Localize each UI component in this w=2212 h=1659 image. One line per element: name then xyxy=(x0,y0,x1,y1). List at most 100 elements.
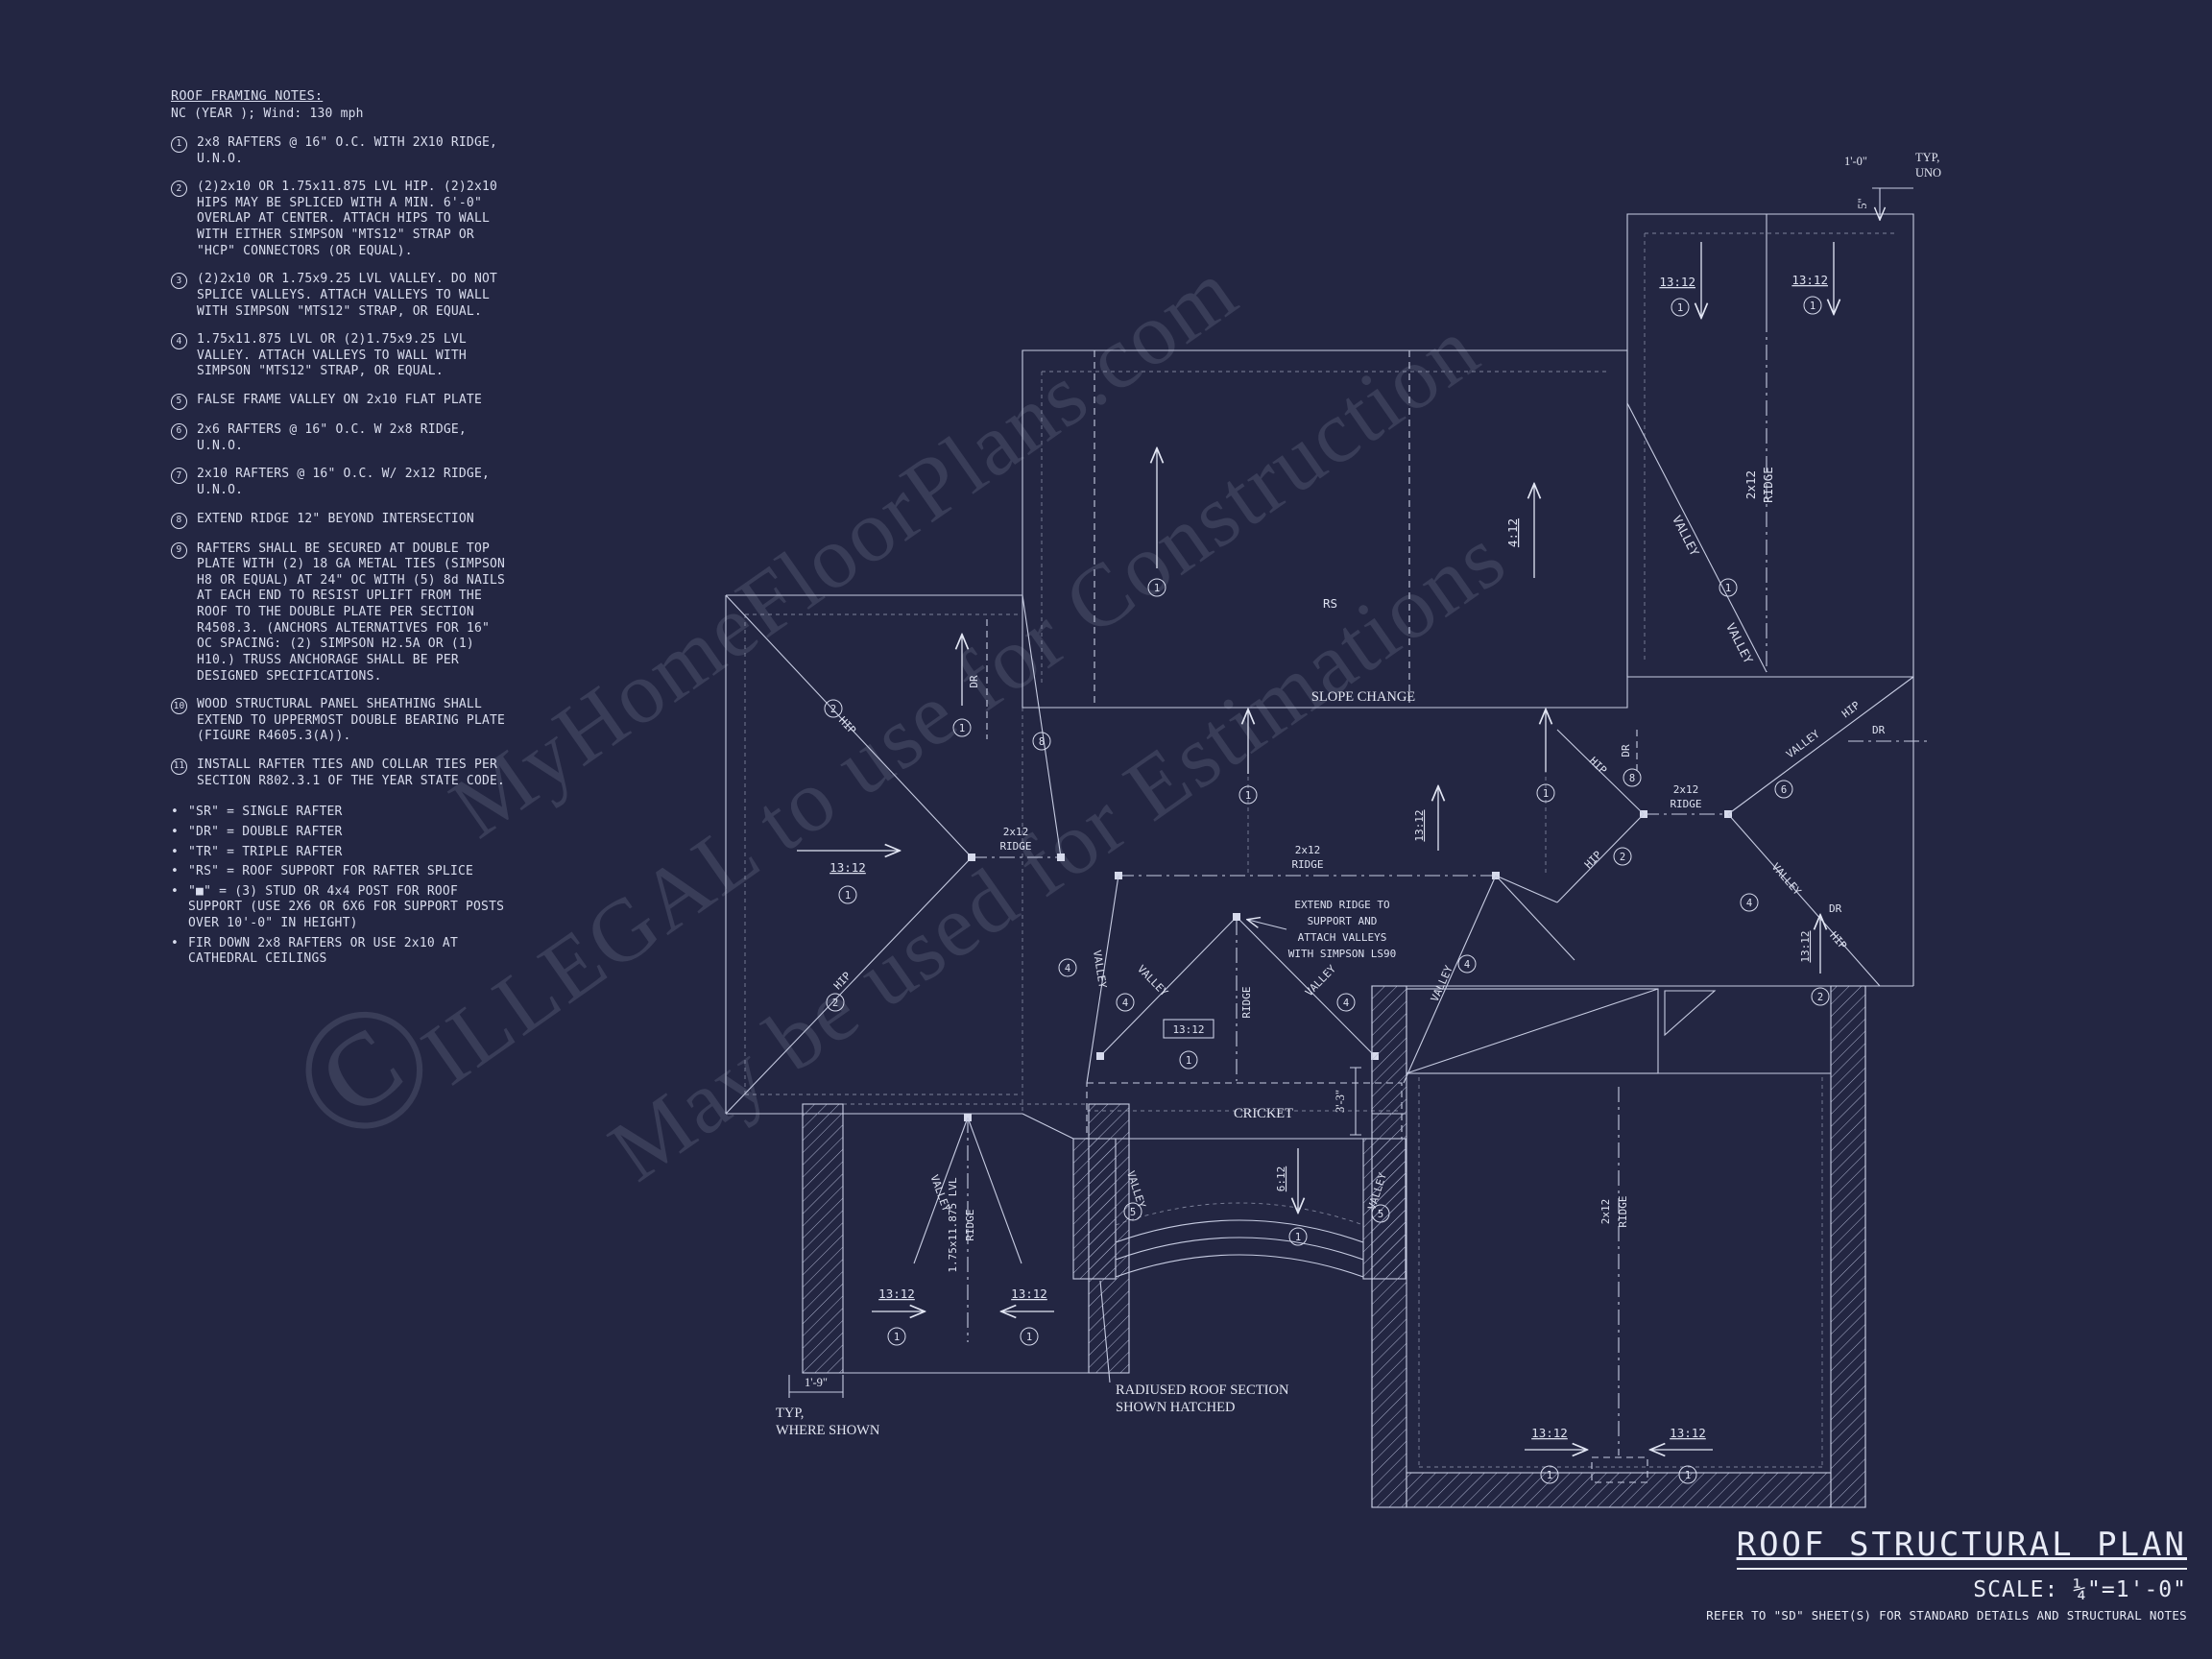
ridge-label: RIDGE xyxy=(964,1209,976,1240)
note-text: 2x10 RAFTERS @ 16" O.C. W/ 2x12 RIDGE, U… xyxy=(197,467,491,497)
callout: 2 xyxy=(832,998,838,1009)
sheet-scale: SCALE: ¼"=1'-0" xyxy=(1973,1577,2187,1602)
legend-text: "RS" = ROOF SUPPORT FOR RAFTER SPLICE xyxy=(188,864,474,879)
callout: 1 xyxy=(959,723,965,734)
note-text: INSTALL RAFTER TIES AND COLLAR TIES PER … xyxy=(197,757,506,788)
legend-item: •"■" = (3) STUD OR 4x4 POST FOR ROOF SUP… xyxy=(171,884,513,932)
ridge-label: RIDGE xyxy=(1291,858,1323,871)
valley-label: VALLEY xyxy=(1429,963,1455,1003)
callout: 1 xyxy=(1810,301,1815,312)
ridge-label: 2x12 xyxy=(1003,826,1029,838)
note-number: 8 xyxy=(171,512,187,529)
callout: 6 xyxy=(1781,784,1787,796)
central-roof-section: 13:12 2x12 RIDGE VALLEY VALLEY RIDGE 13:… xyxy=(1022,708,1575,1140)
dim-label: 5" xyxy=(1856,198,1869,208)
note-number: 6 xyxy=(171,423,187,441)
callout: 1 xyxy=(1026,1332,1032,1343)
callout: 1 xyxy=(1154,583,1160,594)
slope-label: 13:12 xyxy=(1670,1426,1706,1440)
title-block: ROOF STRUCTURAL PLAN SCALE: ¼"=1'-0" REF… xyxy=(1706,1526,2187,1623)
note-item: 2(2)2x10 OR 1.75x11.875 LVL HIP. (2)2x10… xyxy=(171,180,513,259)
callout: 1 xyxy=(894,1332,900,1343)
note-text: (2)2x10 OR 1.75x11.875 LVL HIP. (2)2x10 … xyxy=(197,180,498,258)
legend-text: FIR DOWN 2x8 RAFTERS OR USE 2x10 AT CATH… xyxy=(188,935,458,967)
slope-label: 13:12 xyxy=(1799,930,1812,962)
slope-label: 13:12 xyxy=(878,1286,915,1301)
typ-where-label: TYP, xyxy=(776,1406,804,1421)
note-item: 10 WOOD STRUCTURAL PANEL SHEATHING SHALL … xyxy=(171,697,513,745)
slope-change-label: SLOPE CHANGE xyxy=(1311,689,1415,705)
callout: 1 xyxy=(1677,302,1683,314)
ridge-label: 2x12 xyxy=(1599,1199,1612,1225)
legend-text: "■" = (3) STUD OR 4x4 POST FOR ROOF SUPP… xyxy=(188,883,505,931)
legend-text: "DR" = DOUBLE RAFTER xyxy=(188,824,343,839)
legend-item: •"TR" = TRIPLE RAFTER xyxy=(171,844,343,859)
note-number: 11 xyxy=(171,758,187,776)
sheet-title: ROOF STRUCTURAL PLAN xyxy=(1736,1526,2187,1570)
valley-label: VALLEY xyxy=(1769,860,1804,898)
ridge-label: 1.75x11.875 LVL xyxy=(947,1177,959,1273)
callout: 4 xyxy=(1464,959,1470,971)
note-number: 4 xyxy=(171,333,187,350)
sheet-refer-note: REFER TO "SD" SHEET(S) FOR STANDARD DETA… xyxy=(1706,1608,2187,1623)
upper-roof-section: 4:12 RS SLOPE CHANGE xyxy=(1022,349,1628,709)
dim-label: 1'-0" xyxy=(1844,155,1867,168)
note-callouts: 1 1 1 1 8 2 6 4 2 1 1 2 2 8 4 1 1 4 4 1 … xyxy=(824,296,1830,1484)
left-hip-roof: 2x12 RIDGE HIP HIP 13:12 DR xyxy=(725,594,1065,1115)
callout: 5 xyxy=(1378,1209,1383,1220)
ridge-label: RIDGE xyxy=(1670,798,1701,810)
callout: 4 xyxy=(1746,898,1752,909)
legend-item: •"RS" = ROOF SUPPORT FOR RAFTER SPLICE xyxy=(171,864,474,879)
slope-label: 13:12 xyxy=(1413,809,1426,841)
legend-bullets: •"SR" = SINGLE RAFTER •"DR" = DOUBLE RAF… xyxy=(171,805,513,968)
note-item: 11 INSTALL RAFTER TIES AND COLLAR TIES PE… xyxy=(171,757,513,789)
note-number: 10 xyxy=(171,698,187,715)
hip-label: HIP xyxy=(1582,849,1604,872)
bottom-left-wing: 1.75x11.875 LVL RIDGE VALLEY 13:12 13:12… xyxy=(726,1103,1130,1438)
bottom-right-section: 2x12 RIDGE 13:12 13:12 xyxy=(1371,985,1866,1508)
ridge-label: RIDGE xyxy=(1617,1195,1629,1227)
note-number: 9 xyxy=(171,541,187,559)
callout: 1 xyxy=(845,890,851,902)
callout: 1 xyxy=(1685,1470,1691,1481)
legend-item: •"SR" = SINGLE RAFTER xyxy=(171,805,343,820)
note-text: 2x8 RAFTERS @ 16" O.C. WITH 2X10 RIDGE, … xyxy=(197,134,498,166)
right-hip-complex: 2x12 RIDGE HIP HIP VALLEY HIP VALLEY HIP… xyxy=(1495,676,1928,987)
callout: 2 xyxy=(1620,852,1625,863)
slope-label: 13:12 xyxy=(1172,1023,1204,1036)
extend-ridge-note: ATTACH VALLEYS xyxy=(1298,931,1387,944)
dim-label: 3'-3" xyxy=(1334,1090,1347,1113)
slope-label: 13:12 xyxy=(1011,1286,1047,1301)
hip-label: HIP xyxy=(831,970,854,993)
callout: 1 xyxy=(1245,790,1251,802)
note-text: FALSE FRAME VALLEY ON 2x10 FLAT PLATE xyxy=(197,393,482,408)
note-number: 3 xyxy=(171,273,187,290)
legend-text: "TR" = TRIPLE RAFTER xyxy=(188,844,343,859)
dr-label: DR xyxy=(968,675,980,688)
slope-label: 13:12 xyxy=(1659,275,1695,289)
top-right-wing: 13:12 13:12 2x12 RIDGE VALLEY VALLEY 1'-… xyxy=(1626,151,1941,678)
extend-ridge-note: WITH SIMPSON LS90 xyxy=(1288,948,1397,960)
valley-label: VALLEY xyxy=(1091,950,1109,990)
ridge-label: RIDGE xyxy=(1240,986,1253,1018)
valley-label: VALLEY xyxy=(1784,728,1822,761)
dr-label: DR xyxy=(1620,744,1632,757)
legend-item: •FIR DOWN 2x8 RAFTERS OR USE 2x10 AT CAT… xyxy=(171,936,513,968)
ridge-label: 2x12 xyxy=(1673,783,1699,796)
ridge-label: RIDGE xyxy=(1761,467,1775,503)
notes-subtitle: NC (YEAR ); Wind: 130 mph xyxy=(171,107,364,122)
callout: 5 xyxy=(1130,1207,1136,1218)
note-text: WOOD STRUCTURAL PANEL SHEATHING SHALL EX… xyxy=(197,697,506,744)
dr-label: DR xyxy=(1829,902,1842,915)
dim-label: 1'-9" xyxy=(805,1376,828,1389)
hip-label: HIP xyxy=(1827,929,1849,952)
note-text: EXTEND RIDGE 12" BEYOND INTERSECTION xyxy=(197,511,474,526)
extend-ridge-note: EXTEND RIDGE TO xyxy=(1294,899,1389,911)
notes-title: ROOF FRAMING NOTES: xyxy=(171,88,324,104)
